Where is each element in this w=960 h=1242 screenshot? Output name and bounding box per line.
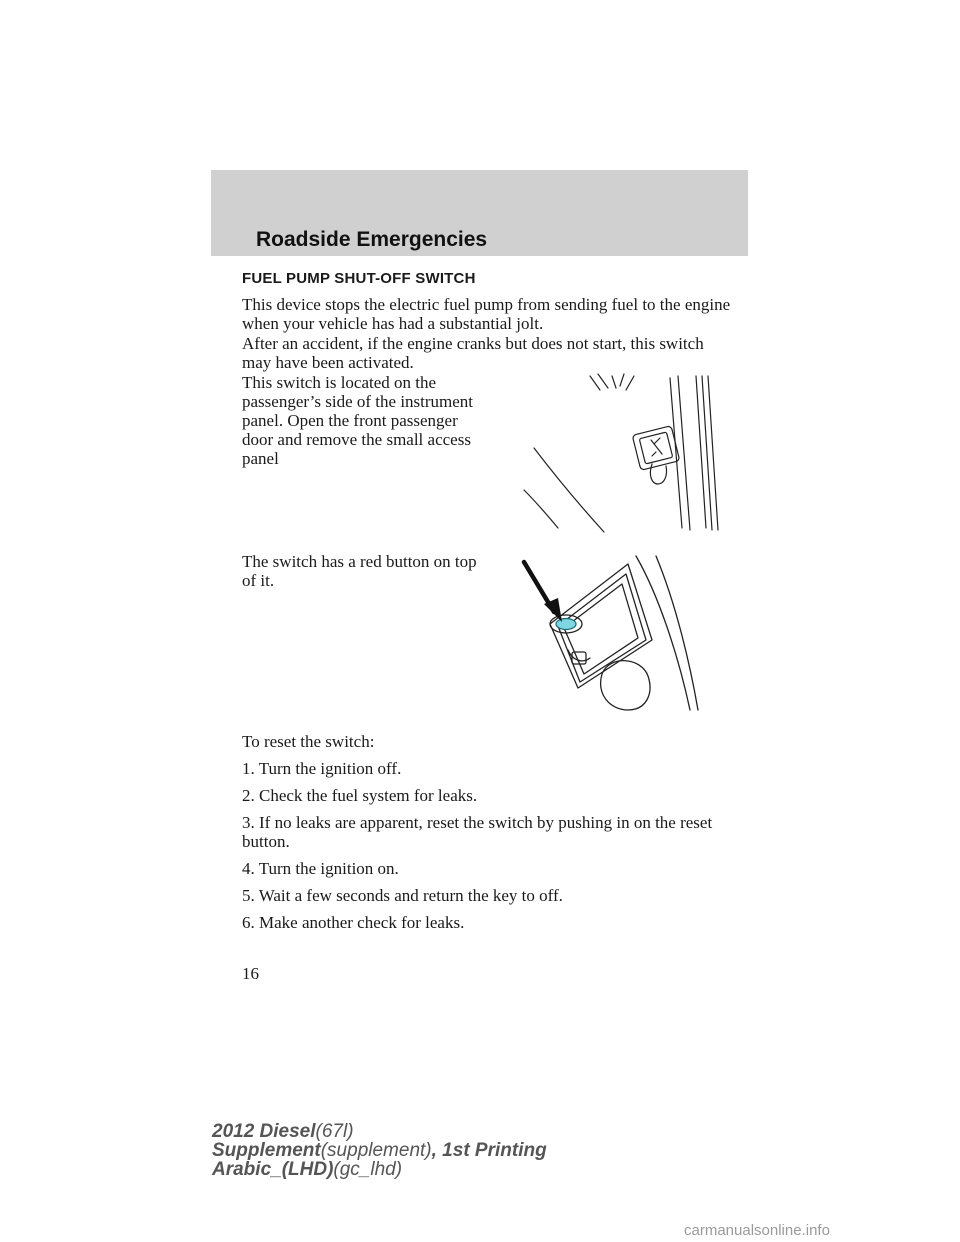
print-footer: 2012 Diesel(67l) Supplement(supplement),… [212, 1122, 547, 1179]
page-number: 16 [242, 964, 259, 983]
paragraph-intro: This device stops the electric fuel pump… [242, 295, 731, 333]
red-button-highlight [555, 617, 577, 631]
step-item: 2. Check the fuel system for leaks. [242, 786, 478, 805]
watermark: carmanualsonline.info [684, 1222, 830, 1239]
switch-illustration [521, 555, 699, 711]
paragraph-location: This switch is located on the passenger’… [242, 373, 474, 468]
step-item: 5. Wait a few seconds and return the key… [242, 886, 563, 905]
footer-model: 2012 Diesel [212, 1121, 316, 1142]
header-band [211, 170, 748, 256]
step-item: 6. Make another check for leaks. [242, 913, 465, 932]
footer-printing: , 1st Printing [431, 1140, 547, 1161]
paragraph-reset-intro: To reset the switch: [242, 732, 375, 751]
step-item: 1. Turn the ignition off. [242, 759, 402, 778]
footer-doc-code: (supplement) [320, 1140, 432, 1161]
paragraph-red-button: The switch has a red button on top of it… [242, 552, 477, 590]
footer-market: Arabic_(LHD) [212, 1159, 334, 1180]
paragraph-after-accident: After an accident, if the engine cranks … [242, 334, 704, 372]
step-item: 3. If no leaks are apparent, reset the s… [242, 813, 713, 851]
footer-market-code: (gc_lhd) [333, 1159, 403, 1180]
arrow-icon [544, 598, 562, 622]
footer-doc-type: Supplement [212, 1140, 321, 1161]
access-panel-illustration [523, 373, 719, 533]
section-heading: FUEL PUMP SHUT-OFF SWITCH [242, 270, 476, 287]
page-title: Roadside Emergencies [256, 228, 488, 251]
footer-model-code: (67l) [315, 1121, 354, 1142]
step-item: 4. Turn the ignition on. [242, 859, 399, 878]
